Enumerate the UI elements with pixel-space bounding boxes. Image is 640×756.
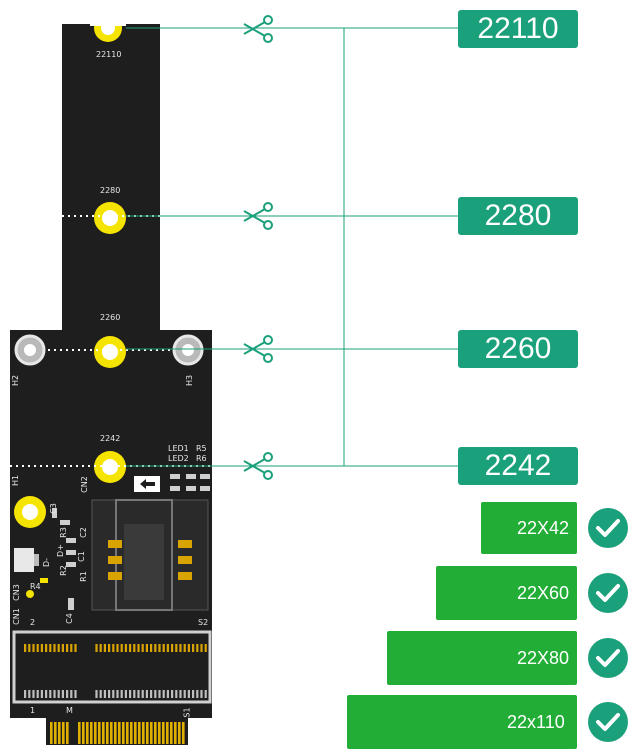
hole-label-2280: 2280 (100, 186, 121, 195)
gold-fingers (50, 722, 185, 744)
board-label-22x60: 22X60 (517, 583, 570, 603)
scissors-icon (243, 452, 273, 480)
silk-cn1: CN1 (11, 608, 21, 625)
length-label-2260: 2260 (458, 330, 578, 368)
board-22x80 (387, 631, 577, 685)
hole-label-22110: 22110 (96, 50, 122, 59)
silk-s2: S2 (198, 618, 209, 627)
check-icon (588, 573, 628, 613)
length-label-2280: 2280 (458, 197, 578, 235)
silk-c1: C1 (76, 551, 86, 562)
silk-m: M (66, 706, 73, 715)
silk-r2: R2 (58, 565, 68, 576)
silk-cn3: CN3 (11, 584, 21, 601)
check-icon (588, 508, 628, 548)
board-label-22x110: 22x110 (507, 712, 565, 732)
silk-r4: R4 (30, 582, 41, 591)
silk-one: 1 (30, 706, 36, 715)
silk-s1: S1 (182, 707, 192, 718)
check-icon (588, 638, 628, 678)
silk-c3: C3 (48, 503, 58, 514)
scissors-icon (243, 15, 273, 43)
silk-c4: C4 (64, 613, 74, 624)
silk-dplus: D+ (55, 544, 65, 557)
scissors-icon (243, 202, 273, 230)
board-22x60 (436, 566, 577, 620)
silk-r1: R1 (78, 571, 88, 582)
silk-r6: R6 (196, 454, 207, 463)
board-22x110 (347, 695, 577, 749)
cn3-connector (14, 548, 34, 572)
silk-dminus: D- (42, 557, 52, 568)
silk-led1: LED1 (168, 444, 189, 453)
silk-cn2: CN2 (79, 476, 89, 493)
silk-h2: H2 (11, 374, 21, 387)
length-label-22110: 22110 (458, 10, 578, 48)
silk-c2: C2 (78, 527, 88, 538)
scissors-icon (243, 335, 273, 363)
check-icon (588, 702, 628, 742)
silk-r3: R3 (58, 527, 68, 538)
m2-slot-pins (24, 644, 207, 698)
silk-r5: R5 (196, 444, 207, 453)
silk-h3: H3 (185, 374, 195, 387)
board-label-22x42: 22X42 (517, 518, 570, 538)
pcb-strip (62, 24, 160, 354)
silk-two: 2 (30, 618, 36, 627)
hole-label-2260: 2260 (100, 313, 121, 322)
board-label-22x80: 22X80 (517, 648, 570, 668)
board-22x42 (481, 502, 577, 554)
silk-h1: H1 (11, 474, 21, 487)
silk-led2: LED2 (168, 454, 189, 463)
hole-label-2242: 2242 (100, 434, 121, 443)
length-label-2242: 2242 (458, 447, 578, 485)
